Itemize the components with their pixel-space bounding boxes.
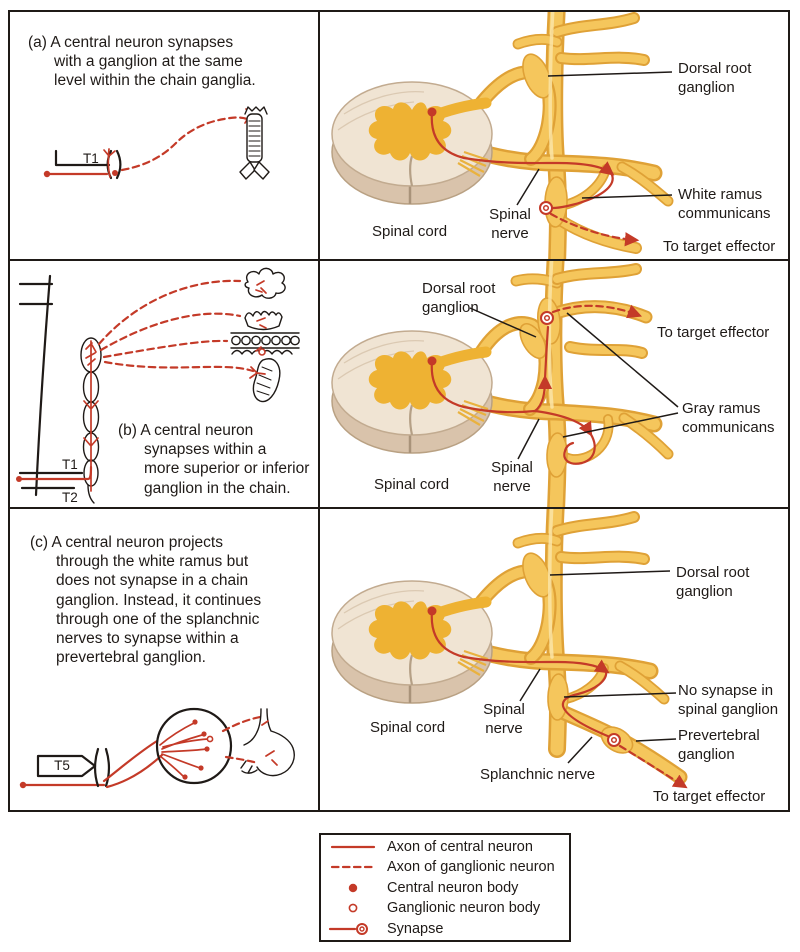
label-leader-lines bbox=[516, 71, 673, 206]
dashed-line-swatch bbox=[321, 859, 387, 875]
label-spinal-cord: Spinal cord bbox=[374, 476, 450, 493]
segment-box bbox=[36, 754, 97, 778]
segment-label-t1: T1 bbox=[62, 457, 78, 472]
legend-label: Ganglionic neuron body bbox=[387, 900, 541, 916]
label-spinal-nerve: Spinal nerve bbox=[489, 206, 531, 242]
panel-a-schematic: (a) A central neuron synapses with a gan… bbox=[10, 12, 318, 259]
segment-label-t5: T5 bbox=[54, 758, 70, 773]
panel-a-caption: (a) A central neuron synapses with a gan… bbox=[28, 34, 256, 90]
synapse-glyph bbox=[539, 201, 553, 215]
panel-b-illustration: Dorsal root ganglion To target effector … bbox=[320, 261, 788, 507]
open-circle-swatch bbox=[321, 900, 387, 916]
panel-b-schematic: (b) A central neuron synapses within a m… bbox=[10, 261, 318, 507]
label-prevertebral-ganglion: Prevertebral ganglion bbox=[678, 727, 760, 763]
panel-a-schematic-drawing bbox=[43, 106, 270, 180]
trachea-icon bbox=[239, 106, 270, 180]
label-white-ramus-communicans: White ramus communicans bbox=[678, 186, 771, 222]
panel-c-anatomy-drawing bbox=[331, 509, 688, 789]
legend-label: Synapse bbox=[387, 920, 444, 937]
label-leader-lines bbox=[469, 307, 679, 460]
legend-row-central-body: Central neuron body bbox=[321, 877, 569, 898]
central-axon-sketch bbox=[43, 148, 118, 178]
spinal-cord-illustration bbox=[331, 580, 493, 704]
legend-label: Axon of ganglionic neuron bbox=[387, 859, 555, 875]
ganglionic-axons-sketch bbox=[97, 279, 255, 373]
target-organ-icons bbox=[230, 267, 300, 403]
label-spinal-cord: Spinal cord bbox=[370, 719, 446, 736]
label-no-synapse: No synapse in spinal ganglion bbox=[678, 682, 779, 718]
panel-c-illustration: Dorsal root ganglion No synapse in spina… bbox=[320, 509, 788, 810]
segment-label-t2: T2 bbox=[62, 490, 78, 505]
sympathetic-chain bbox=[463, 261, 674, 507]
organ-icon bbox=[249, 358, 281, 403]
ganglionic-axon-sketch bbox=[120, 116, 249, 172]
label-leader-lines bbox=[519, 570, 677, 764]
gray-matter bbox=[368, 351, 452, 410]
label-splanchnic-nerve: Splanchnic nerve bbox=[480, 766, 596, 783]
panel-c-schematic-drawing bbox=[19, 707, 295, 789]
row-divider-2 bbox=[8, 507, 790, 509]
prevertebral-ganglion-circle bbox=[155, 707, 233, 785]
acinar-gland-icon bbox=[244, 310, 283, 331]
label-to-target-effector: To target effector bbox=[657, 324, 770, 341]
ganglionic-axon-sketch bbox=[221, 715, 262, 765]
spinal-cord-edge-sketch bbox=[18, 274, 54, 497]
label-spinal-nerve: Spinal nerve bbox=[491, 459, 533, 495]
synapse-glyph bbox=[540, 311, 554, 325]
panel-a-anatomy-drawing bbox=[331, 12, 674, 259]
label-dorsal-root-ganglion: Dorsal root ganglion bbox=[676, 564, 750, 600]
filled-dot-swatch bbox=[321, 880, 387, 896]
panel-c-caption: (c) A central neuron projects through th… bbox=[30, 534, 262, 667]
panel-b-anatomy-drawing bbox=[331, 261, 679, 507]
panel-a-illustration: Dorsal root ganglion White ramus communi… bbox=[320, 12, 788, 259]
panel-c-schematic: (c) A central neuron projects through th… bbox=[10, 509, 318, 810]
gray-matter bbox=[368, 601, 452, 660]
neuron-pathway bbox=[427, 107, 640, 247]
label-to-target-effector: To target effector bbox=[663, 238, 776, 255]
row-divider-1 bbox=[8, 259, 790, 261]
gland-icon bbox=[244, 267, 286, 299]
neuron-pathway bbox=[427, 304, 643, 465]
legend-label: Central neuron body bbox=[387, 879, 519, 896]
legend-row-axon-ganglionic: Axon of ganglionic neuron bbox=[321, 857, 569, 878]
chain-ganglion-shape bbox=[546, 432, 568, 478]
label-to-target-effector: To target effector bbox=[653, 788, 766, 805]
column-divider bbox=[318, 10, 320, 812]
label-dorsal-root-ganglion: Dorsal root ganglion bbox=[422, 280, 496, 316]
label-gray-ramus-communicans: Gray ramus communicans bbox=[682, 400, 775, 436]
label-spinal-nerve: Spinal nerve bbox=[483, 701, 525, 737]
legend-row-axon-central: Axon of central neuron bbox=[321, 836, 569, 857]
label-dorsal-root-ganglion: Dorsal root ganglion bbox=[678, 60, 752, 96]
label-spinal-cord: Spinal cord bbox=[372, 223, 448, 240]
legend-row-ganglionic-body: Ganglionic neuron body bbox=[321, 898, 569, 919]
solid-line-swatch bbox=[321, 839, 387, 855]
ganglion-branches-sketch bbox=[159, 719, 214, 780]
legend-label: Axon of central neuron bbox=[387, 838, 533, 855]
epithelium-icon bbox=[230, 332, 300, 356]
synapse-glyph bbox=[607, 733, 621, 747]
panel-frame bbox=[8, 10, 790, 812]
stomach-icon bbox=[240, 708, 295, 777]
spinal-cord-illustration bbox=[331, 81, 493, 205]
central-axon-sketch bbox=[16, 340, 99, 492]
spinal-cord-illustration bbox=[331, 330, 493, 454]
gray-matter bbox=[368, 102, 452, 161]
neuron-pathway bbox=[427, 606, 688, 789]
dorsal-root-ganglion-shape bbox=[522, 53, 552, 99]
panel-b-schematic-drawing bbox=[16, 267, 300, 504]
central-axon-sketch bbox=[19, 739, 164, 789]
synapse-swatch bbox=[321, 921, 387, 937]
panel-b-caption: (b) A central neuron synapses within a m… bbox=[118, 422, 310, 497]
legend-row-synapse: Synapse bbox=[321, 918, 569, 939]
legend-box: Axon of central neuron Axon of ganglioni… bbox=[319, 833, 571, 942]
segment-label-t1: T1 bbox=[83, 151, 99, 166]
